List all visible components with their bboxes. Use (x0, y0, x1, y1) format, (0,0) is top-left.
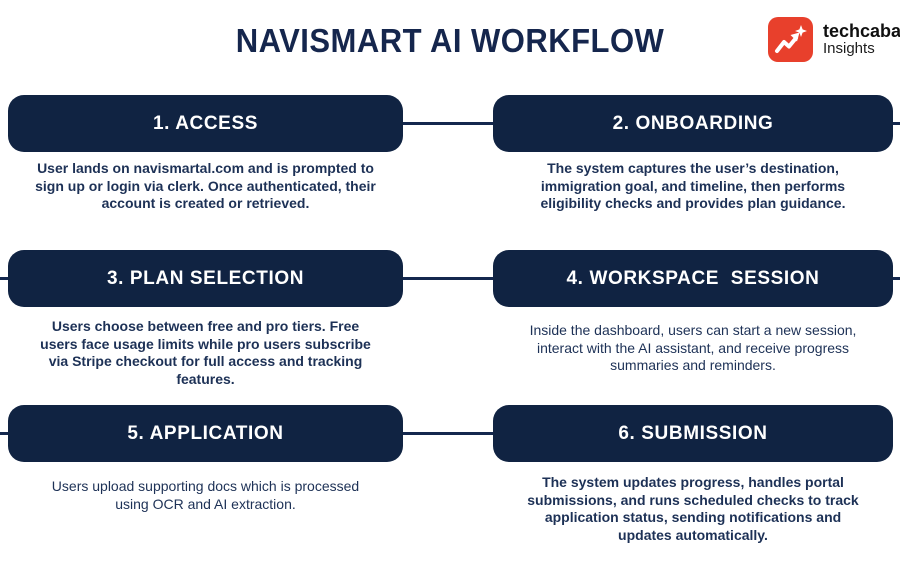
step-title-application: 5. APPLICATION (127, 422, 284, 444)
step-description-plan-selection: Users choose between free and pro tiers.… (40, 318, 371, 387)
step-box-application: 5. APPLICATION (8, 405, 403, 462)
connector-line-5-6 (403, 432, 493, 435)
step-title-workspace-session: 4. WORKSPACE SESSION (566, 267, 820, 289)
brand-text: techcabal Insights (823, 21, 900, 58)
connector-stub-row3-left (0, 432, 8, 435)
step-title-plan-selection: 3. PLAN SELECTION (106, 267, 305, 289)
brand-logo: techcabal Insights (768, 17, 900, 62)
brand-subtitle: Insights (823, 40, 875, 58)
step-title-access: 1. ACCESS (152, 112, 258, 134)
step-box-access: 1. ACCESS (8, 95, 403, 152)
techcabal-logo-icon (768, 17, 813, 62)
connector-line-3-4 (403, 277, 493, 280)
connector-line-1-2 (403, 122, 493, 125)
connector-stub-row2-left (0, 277, 8, 280)
step-box-onboarding: 2. ONBOARDING (493, 95, 893, 152)
step-description-onboarding: The system captures the user’s destinati… (540, 160, 846, 211)
step-description-access: User lands on navismartal.com and is pro… (35, 160, 376, 211)
step-box-submission: 6. SUBMISSION (493, 405, 893, 462)
step-title-onboarding: 2. ONBOARDING (612, 112, 774, 134)
step-description-application: Users upload supporting docs which is pr… (51, 478, 360, 512)
page-title: NAVISMART AI WORKFLOW (235, 22, 665, 59)
connector-stub-row1-right (893, 122, 900, 125)
connector-stub-row2-right (893, 277, 900, 280)
step-description-workspace-session: Inside the dashboard, users can start a … (529, 322, 857, 373)
step-box-plan-selection: 3. PLAN SELECTION (8, 250, 403, 307)
step-title-submission: 6. SUBMISSION (618, 422, 768, 444)
step-box-workspace-session: 4. WORKSPACE SESSION (493, 250, 893, 307)
step-description-submission: The system updates progress, handles por… (527, 474, 859, 543)
brand-name: techcabal (823, 21, 900, 42)
